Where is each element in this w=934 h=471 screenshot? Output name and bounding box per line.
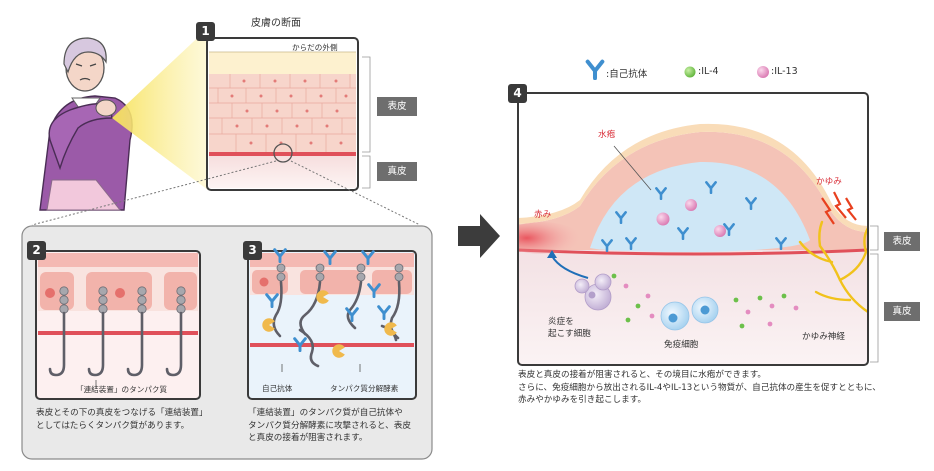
panel-3-number: 3	[248, 243, 257, 257]
panel-1-badge	[196, 22, 215, 41]
panel-3-caption-line-3: と真皮の接着が阻害されます。	[248, 433, 368, 443]
panel-2-caption: 表皮とその下の真皮をつなげる「連結装置」 としてはたらくタンパク質があります。	[36, 407, 236, 432]
inflammatory-cells-line-2: 起こす細胞	[548, 329, 591, 339]
inflammatory-cells-line-1: 炎症を	[548, 317, 574, 327]
panel-1-dermis-bracket	[362, 155, 371, 189]
panel-3-caption-line-1: 「連結装置」のタンパク質が自己抗体や	[248, 408, 403, 418]
panel-4-caption-line-3: 赤みやかゆみを引き起こします。	[518, 395, 647, 405]
panel-4-caption-line-2: さらに、免疫細胞から放出されるIL-4やIL-13という物質が、自己抗体の産生を…	[518, 382, 881, 393]
inflammatory-cells-label: 炎症を 起こす細胞	[548, 316, 591, 340]
panel-3-caption-line-2: タンパク質分解酵素に攻撃されると、表皮	[248, 420, 411, 431]
panel-3-autoantibody-label: 自己抗体	[262, 384, 293, 393]
legend	[588, 62, 769, 79]
itch-label: かゆみ	[816, 177, 842, 187]
panel-2-connecting-proteins	[35, 250, 201, 400]
immune-cells-label: 免疫細胞	[664, 340, 699, 350]
panel-1-epidermis-label: 表皮	[377, 97, 417, 116]
panel-4-caption: 表皮と真皮の接着が阻害されると、その境目に水疱ができます。 さらに、免疫細胞から…	[518, 369, 918, 407]
panel-3-caption: 「連結装置」のタンパク質が自己抗体や タンパク質分解酵素に攻撃されると、表皮 と…	[248, 407, 433, 445]
panel-3-antibody-attack	[247, 248, 417, 400]
panel-1-title: 皮膚の断面	[251, 18, 301, 29]
legend-il4-label: :IL-4	[698, 66, 719, 77]
legend-il4-dot	[684, 66, 696, 78]
panel-4-blister	[517, 92, 869, 366]
panel-3-badge	[243, 241, 262, 260]
panel-4-epidermis-bracket	[870, 225, 879, 251]
panel-2-caption-line-1: 表皮とその下の真皮をつなげる「連結装置」	[36, 408, 208, 418]
panel-2-protein-label: 「連結装置」のタンパク質	[76, 385, 168, 394]
legend-autoantibody-label: :自己抗体	[606, 69, 648, 80]
panel-1-outer-label: からだの外側	[292, 43, 338, 52]
blister-label: 水疱	[598, 130, 616, 140]
panel-1-skin-cross-section	[206, 37, 359, 191]
panel-1-epidermis-bracket	[362, 56, 371, 153]
itch-nerve-label: かゆみ神経	[802, 332, 845, 342]
panel-3-enzyme-label: タンパク質分解酵素	[330, 384, 399, 393]
panel-4-number: 4	[513, 86, 522, 100]
progression-arrow	[458, 214, 500, 258]
redness-label: 赤み	[534, 210, 552, 220]
panel-4-caption-line-1: 表皮と真皮の接着が阻害されると、その境目に水疱ができます。	[518, 370, 767, 380]
magnification-beam	[112, 28, 208, 190]
panel-4-dermis-label: 真皮	[884, 302, 920, 321]
legend-il13-label: :IL-13	[771, 66, 798, 77]
legend-il13-dot	[757, 66, 769, 78]
panel-1-number: 1	[201, 24, 210, 38]
zoom-line-right	[290, 160, 421, 226]
panel-1-dermis-label: 真皮	[377, 162, 417, 181]
panel-2-badge	[27, 241, 46, 260]
panel-2-caption-line-2: としてはたらくタンパク質があります。	[36, 420, 190, 431]
panel-4-badge	[508, 84, 527, 103]
legend-autoantibody-icon	[588, 62, 603, 78]
panel-2-number: 2	[32, 243, 41, 257]
person-illustration	[39, 37, 133, 211]
panel-4-epidermis-label: 表皮	[884, 232, 920, 251]
panel-4-dermis-bracket	[870, 253, 879, 363]
